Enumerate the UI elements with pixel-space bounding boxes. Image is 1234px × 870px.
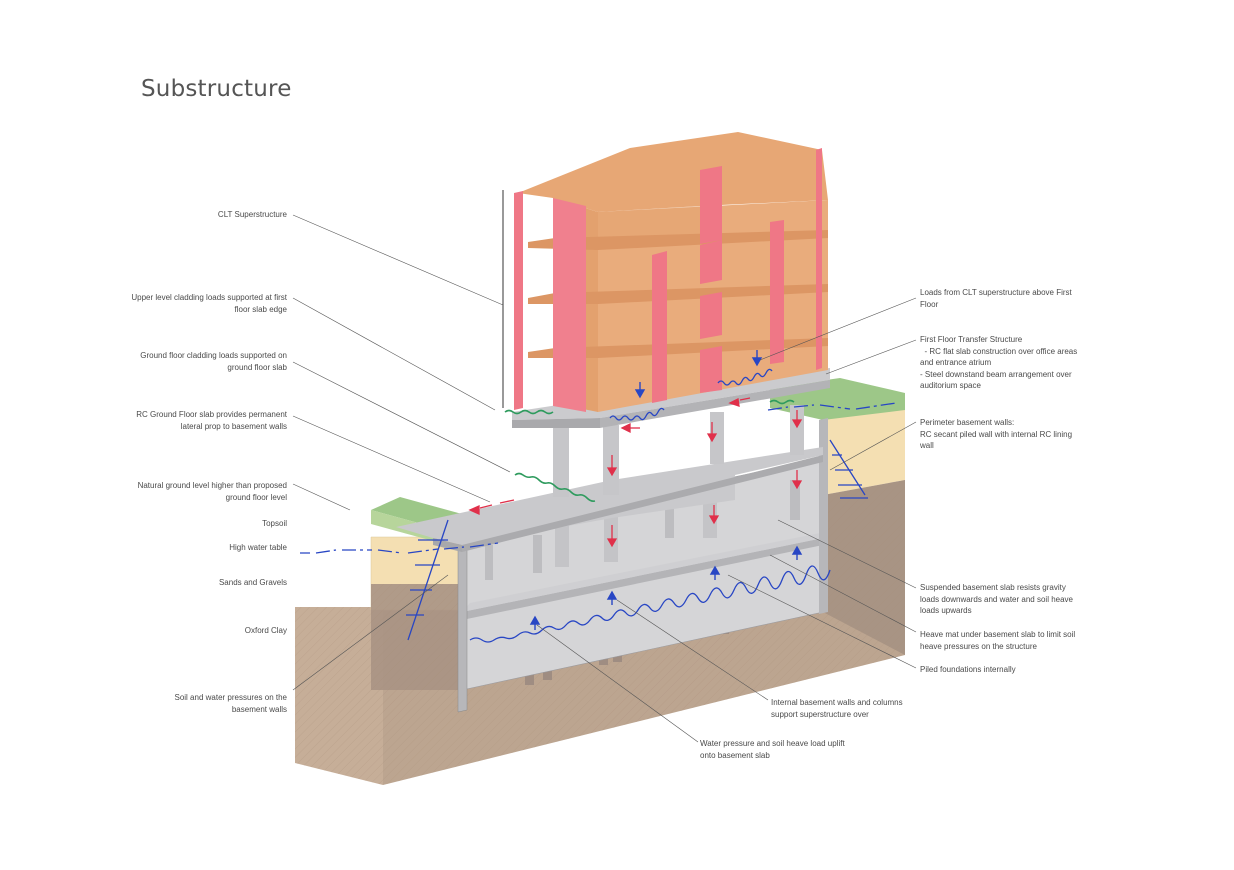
clt-floor-plate — [528, 230, 828, 250]
page-title: Substructure — [141, 76, 292, 102]
basement-column — [790, 480, 800, 520]
label-transfer: First Floor Transfer Structure - RC flat… — [920, 335, 1078, 391]
cladding-supports — [504, 399, 795, 502]
water-table-left — [300, 542, 499, 554]
cladding-panel — [700, 346, 722, 393]
ground-column — [553, 425, 569, 497]
label-loads-clt: Loads from CLT superstructure above Firs… — [920, 288, 1072, 309]
green-squiggle — [769, 399, 795, 405]
label-internal-walls: Internal basement walls and columns supp… — [771, 698, 903, 719]
soil-pressure-right — [829, 439, 868, 499]
label-oxford-clay: Oxford Clay — [244, 626, 287, 635]
blue-arrows — [529, 350, 803, 630]
sands-right — [823, 400, 905, 495]
basement-right-wall — [819, 418, 828, 614]
basement-left-wall — [457, 537, 468, 713]
cladding-panel — [816, 148, 822, 370]
heave-line — [469, 565, 831, 643]
cladding-panel — [514, 191, 523, 410]
label-upper-cladding: Upper level cladding loads supported at … — [131, 293, 287, 314]
cladding-panel — [770, 220, 784, 364]
label-piled-foundations: Piled foundations internally — [920, 665, 1016, 674]
clt-floor-plate — [528, 338, 828, 358]
label-clt-superstructure: CLT Superstructure — [217, 210, 287, 219]
ground-column — [790, 405, 804, 455]
cladding-panel — [553, 198, 586, 412]
clt-roof — [518, 132, 828, 212]
cladding-panel — [652, 251, 667, 403]
green-squiggle — [504, 409, 554, 415]
ground-slab-top — [396, 447, 823, 545]
basement-column — [665, 500, 674, 538]
label-ground-cladding: Ground floor cladding loads supported on… — [140, 351, 287, 372]
leader-lines — [292, 214, 917, 743]
label-heave-mat: Heave mat under basement slab to limit s… — [920, 630, 1076, 651]
blue-pressure-lines — [300, 368, 897, 643]
label-water-pressure: Water pressure and soil heave load uplif… — [700, 739, 845, 760]
label-sands: Sands and Gravels — [218, 578, 287, 587]
basement-column — [555, 525, 569, 567]
label-rc-ground-slab: RC Ground Floor slab provides permanent … — [136, 410, 287, 431]
cladding-panel — [700, 240, 722, 284]
ground-column — [710, 412, 724, 464]
basement-column — [485, 545, 493, 580]
clt-superstructure — [514, 132, 828, 412]
ground-floor-slab — [396, 405, 823, 552]
label-soil-water: Soil and water pressures on the basement… — [174, 693, 287, 714]
clt-floor-plate — [528, 284, 828, 304]
label-suspended-slab: Suspended basement slab resists gravity … — [920, 583, 1073, 616]
green-squiggle — [514, 472, 596, 502]
soil-pressure-left — [406, 519, 449, 641]
label-perimeter-walls: Perimeter basement walls: RC secant pile… — [920, 418, 1073, 451]
blue-squiggle — [717, 368, 773, 386]
red-load-arrows — [468, 397, 803, 548]
label-high-water: High water table — [229, 543, 287, 552]
water-table-right — [767, 402, 897, 411]
basement-column — [533, 535, 542, 573]
label-natural-ground: Natural ground level higher than propose… — [137, 481, 287, 502]
blue-squiggle — [609, 407, 665, 421]
basement-slab — [462, 538, 823, 620]
label-topsoil: Topsoil — [262, 519, 287, 528]
ground-column — [603, 425, 619, 495]
cladding-panel — [700, 166, 722, 244]
cladding-panel — [700, 292, 722, 339]
basement-column — [604, 512, 618, 562]
